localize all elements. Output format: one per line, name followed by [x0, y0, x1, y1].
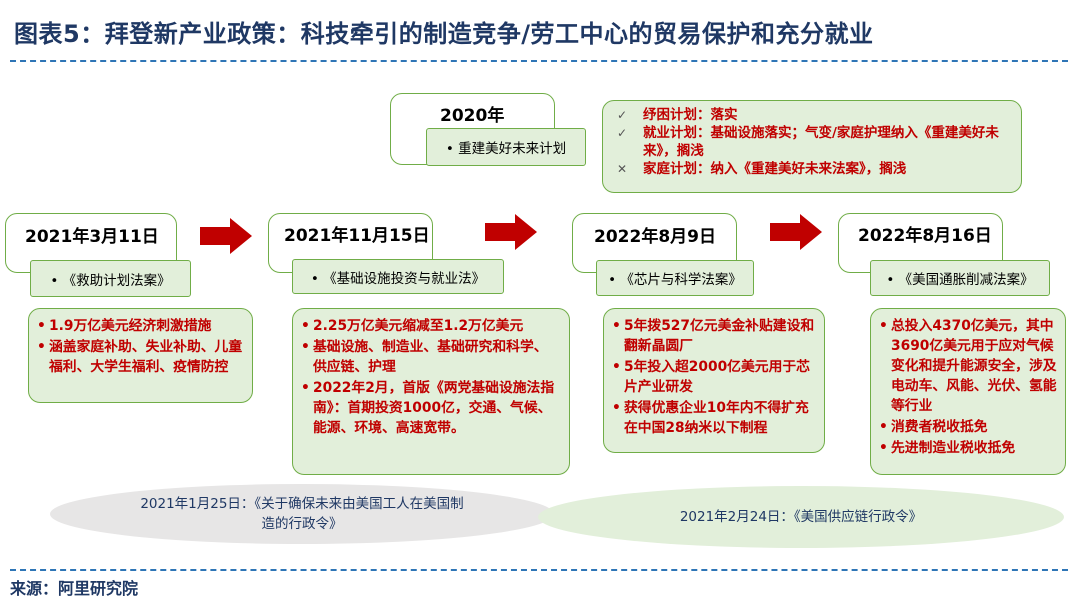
event-1-point: 涵盖家庭补助、失业补助、儿童福利、大学生福利、疫情防控 — [37, 337, 244, 377]
arrow-right-icon — [770, 214, 822, 250]
event-4-point: 先进制造业税收抵免 — [879, 438, 1057, 458]
event-2020-date: 2020年 — [440, 106, 505, 126]
status-item-jobs: ✓ 就业计划：基础设施落实；气变/家庭护理纳入《重建美好未来》，搁浅 — [613, 124, 1011, 160]
event-2020-law: • 重建美好未来计划 — [426, 128, 586, 166]
event-2-point: 2022年2月，首版《两党基础设施法指南》：首期投资1000亿，交通、气候、能源… — [301, 378, 561, 438]
cross-icon: ✕ — [617, 162, 628, 176]
event-1-details: 1.9万亿美元经济刺激措施 涵盖家庭补助、失业补助、儿童福利、大学生福利、疫情防… — [28, 308, 253, 403]
event-3-point: 获得优惠企业10年内不得扩充在中国28纳米以下制程 — [612, 398, 816, 438]
event-4-point: 总投入4370亿美元，其中3690亿美元用于应对气候变化和提升能源安全，涉及电动… — [879, 316, 1057, 416]
source-note: 来源：阿里研究院 — [10, 579, 139, 598]
status-text: 就业计划：基础设施落实；气变/家庭护理纳入《重建美好未来》，搁浅 — [643, 125, 999, 159]
event-2-details: 2.25万亿美元缩减至1.2万亿美元 基础设施、制造业、基础研究和科学、供应链、… — [292, 308, 570, 475]
event-4-details: 总投入4370亿美元，其中3690亿美元用于应对气候变化和提升能源安全，涉及电动… — [870, 308, 1066, 475]
event-1-date: 2021年3月11日 — [25, 227, 159, 247]
arrow-right-icon — [485, 214, 537, 250]
check-icon: ✓ — [617, 126, 628, 140]
status-text: 家庭计划：纳入《重建美好未来法案》，搁浅 — [643, 161, 907, 177]
bottom-divider — [10, 569, 1068, 571]
event-4-date: 2022年8月16日 — [858, 226, 992, 246]
arrow-right-icon — [200, 218, 252, 254]
event-1-point: 1.9万亿美元经济刺激措施 — [37, 316, 244, 336]
executive-order-1-text: 2021年1月25日：《关于确保未来由美国工人在美国制造的行政令》 — [140, 496, 464, 532]
executive-order-2-text: 2021年2月24日：《美国供应链行政令》 — [679, 509, 923, 525]
event-2-point: 基础设施、制造业、基础研究和科学、供应链、护理 — [301, 337, 561, 377]
event-2-date: 2021年11月15日 — [284, 226, 430, 246]
implementation-status-box: ✓ 纾困计划：落实 ✓ 就业计划：基础设施落实；气变/家庭护理纳入《重建美好未来… — [602, 100, 1022, 193]
event-2-law: • 《基础设施投资与就业法》 — [292, 259, 504, 294]
title-divider — [10, 60, 1068, 62]
event-4-point: 消费者税收抵免 — [879, 417, 1057, 437]
event-2-point: 2.25万亿美元缩减至1.2万亿美元 — [301, 316, 561, 336]
page-title: 图表5：拜登新产业政策：科技牵引的制造竞争/劳工中心的贸易保护和充分就业 — [14, 20, 874, 48]
event-3-details: 5年拨527亿元美金补贴建设和翻新晶圆厂 5年投入超2000亿美元用于芯片产业研… — [603, 308, 825, 453]
event-3-law: • 《芯片与科学法案》 — [596, 260, 754, 296]
status-text: 纾困计划：落实 — [643, 107, 738, 123]
check-icon: ✓ — [617, 108, 628, 122]
event-3-point: 5年投入超2000亿美元用于芯片产业研发 — [612, 357, 816, 397]
status-item-relief: ✓ 纾困计划：落实 — [613, 106, 1011, 124]
status-item-family: ✕ 家庭计划：纳入《重建美好未来法案》，搁浅 — [613, 160, 1011, 178]
event-3-date: 2022年8月9日 — [594, 227, 716, 247]
executive-order-1: 2021年1月25日：《关于确保未来由美国工人在美国制造的行政令》 — [50, 484, 554, 544]
event-3-point: 5年拨527亿元美金补贴建设和翻新晶圆厂 — [612, 316, 816, 356]
event-4-law: • 《美国通胀削减法案》 — [870, 260, 1050, 296]
executive-order-2: 2021年2月24日：《美国供应链行政令》 — [538, 486, 1064, 548]
event-1-law: • 《救助计划法案》 — [30, 260, 191, 297]
